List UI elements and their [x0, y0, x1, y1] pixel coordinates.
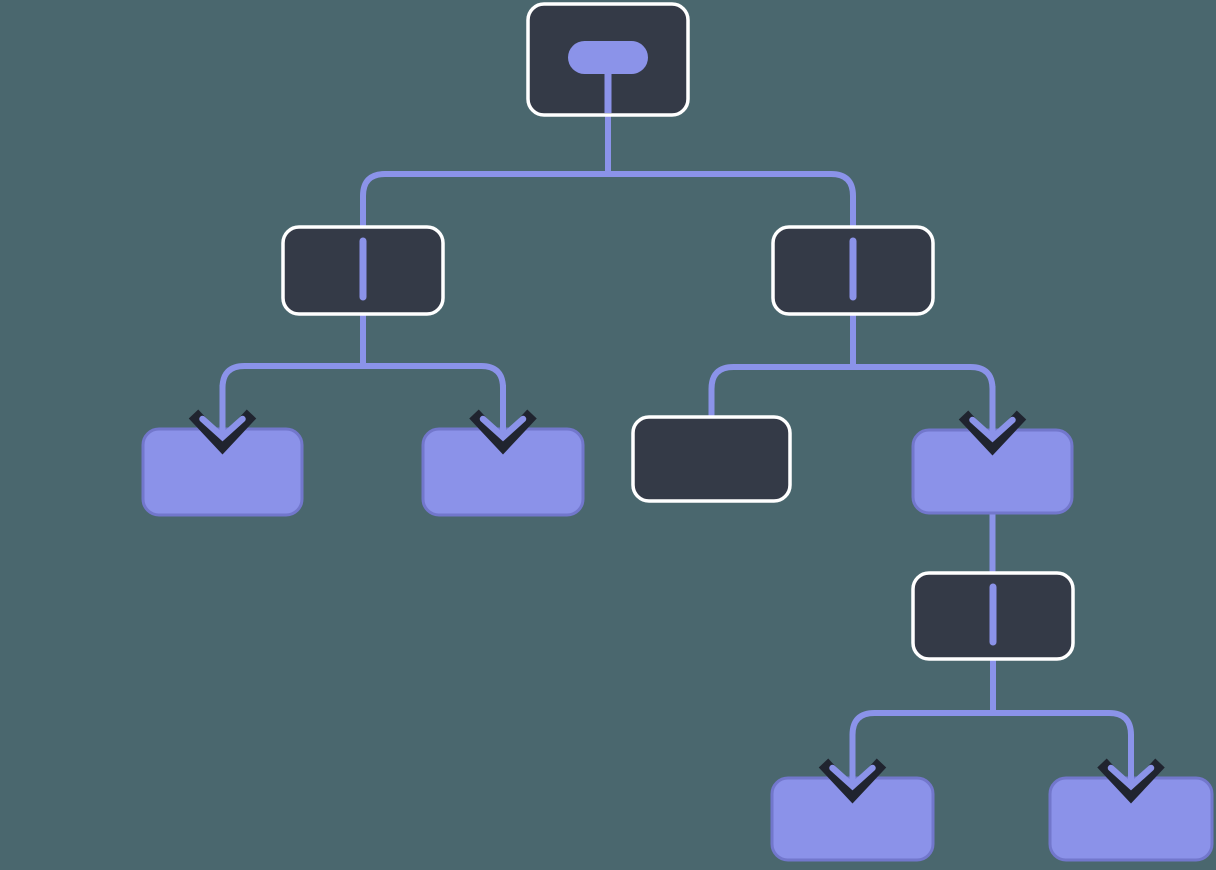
node-branch-bottom[interactable]	[911, 571, 1075, 661]
chevron-shadow	[1097, 758, 1165, 804]
node-root[interactable]	[526, 2, 690, 117]
task-dark-box[interactable]	[631, 415, 792, 503]
arrow-down-icon	[469, 385, 537, 455]
arrowhead	[479, 415, 527, 442]
node-layer	[141, 2, 1214, 862]
connector-rail	[219, 363, 506, 433]
chevron-shadow	[818, 758, 887, 804]
arrow-down-icon	[818, 734, 887, 804]
node-task-dark[interactable]	[631, 415, 792, 503]
arrowhead	[969, 416, 1016, 443]
node-branch-right[interactable]	[771, 225, 935, 316]
chevron-shadow	[469, 409, 537, 455]
arrow-down-icon	[958, 386, 1027, 456]
connector-rail	[708, 364, 996, 434]
connector-rail	[360, 171, 856, 231]
arrow-down-icon	[188, 385, 257, 455]
arrowhead	[1107, 764, 1155, 791]
arrow-layer	[188, 385, 1165, 804]
connector-rail	[849, 710, 1134, 782]
arrowhead	[199, 415, 246, 442]
chevron-shadow	[958, 410, 1027, 456]
arrow-down-icon	[1097, 734, 1165, 804]
chevron-shadow	[188, 409, 257, 455]
connector-layer	[219, 111, 1134, 782]
arrowhead	[829, 764, 876, 791]
pill-placeholder	[568, 41, 648, 74]
node-branch-left[interactable]	[281, 225, 445, 316]
